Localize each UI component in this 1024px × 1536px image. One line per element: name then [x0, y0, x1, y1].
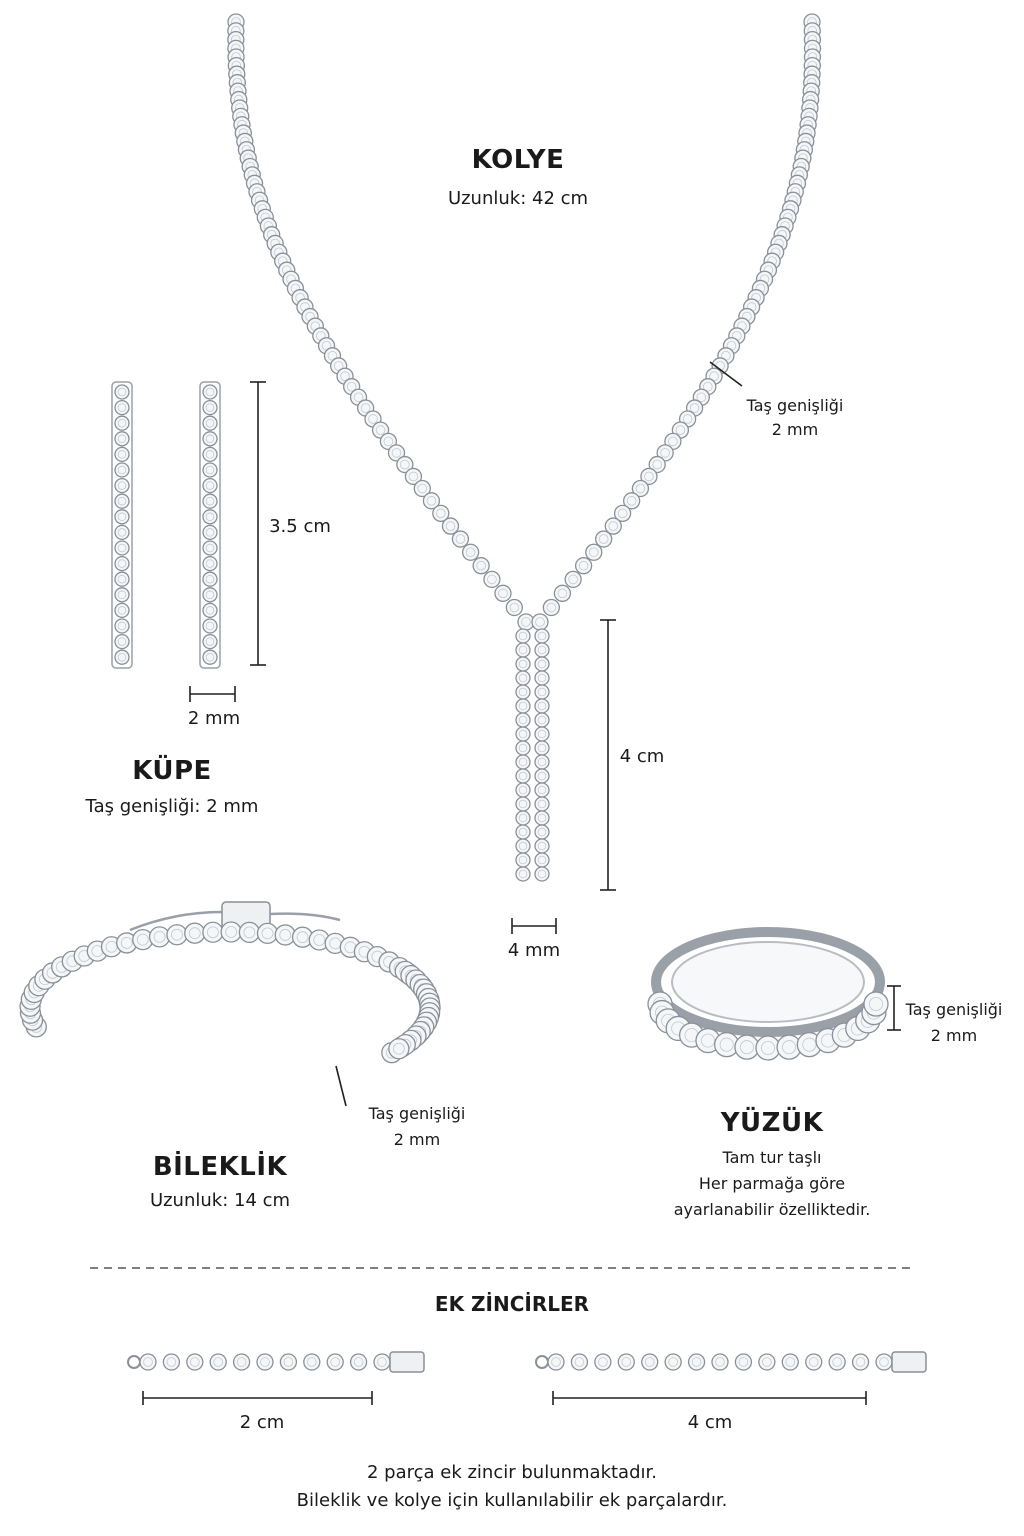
- necklace-stone-label: Taş genişliği: [746, 396, 844, 415]
- bracelet-stone-value: 2 mm: [393, 1130, 441, 1149]
- ext-note-line2: Bileklik ve kolye için kullanılabilir ek…: [296, 1490, 728, 1511]
- ring-title: YÜZÜK: [720, 1108, 824, 1138]
- ring-image: [647, 927, 889, 1061]
- extensions-title: EK ZİNCİRLER: [434, 1292, 590, 1316]
- ring-line1: Tam tur taşlı: [722, 1148, 822, 1167]
- ext-short-length: 2 cm: [239, 1412, 285, 1433]
- extension-chains-image: [127, 1351, 927, 1373]
- ring-stone-label: Taş genişliği: [905, 1000, 1003, 1019]
- bracelet-image: [19, 901, 441, 1064]
- ext-short-length-marker: [142, 1391, 373, 1405]
- earring-length-marker: [250, 381, 266, 666]
- earring-title: KÜPE: [132, 756, 212, 786]
- earring-length: 3.5 cm: [269, 516, 331, 537]
- earring-width-marker: [189, 686, 236, 702]
- ring-line3: ayarlanabilir özelliktedir.: [673, 1200, 871, 1219]
- earring-stone-width: Taş genişliği: 2 mm: [85, 796, 259, 817]
- ext-long-length-marker: [552, 1391, 867, 1405]
- necklace-drop-width-marker: [511, 918, 557, 934]
- necklace-stone-pointer: [709, 361, 743, 387]
- ring-line2: Her parmağa göre: [698, 1174, 846, 1193]
- ring-stone-marker: [887, 985, 901, 1031]
- necklace-drop-width: 4 mm: [507, 940, 561, 961]
- ext-note-line1: 2 parça ek zincir bulunmaktadır.: [366, 1462, 657, 1483]
- necklace-image: [227, 13, 822, 882]
- ring-stone-value: 2 mm: [930, 1026, 978, 1045]
- earring-width: 2 mm: [187, 708, 241, 729]
- earrings-image: [111, 381, 221, 669]
- bracelet-stone-label: Taş genişliği: [368, 1104, 466, 1123]
- necklace-stone-value: 2 mm: [771, 420, 819, 439]
- necklace-drop-length-marker: [600, 619, 616, 891]
- necklace-length: Uzunluk: 42 cm: [447, 188, 589, 209]
- bracelet-stone-pointer: [335, 1065, 347, 1107]
- necklace-title: KOLYE: [471, 145, 565, 175]
- bracelet-length: Uzunluk: 14 cm: [149, 1190, 291, 1211]
- ext-long-length: 4 cm: [687, 1412, 733, 1433]
- bracelet-title: BİLEKLİK: [152, 1152, 288, 1182]
- necklace-drop-length: 4 cm: [619, 746, 665, 767]
